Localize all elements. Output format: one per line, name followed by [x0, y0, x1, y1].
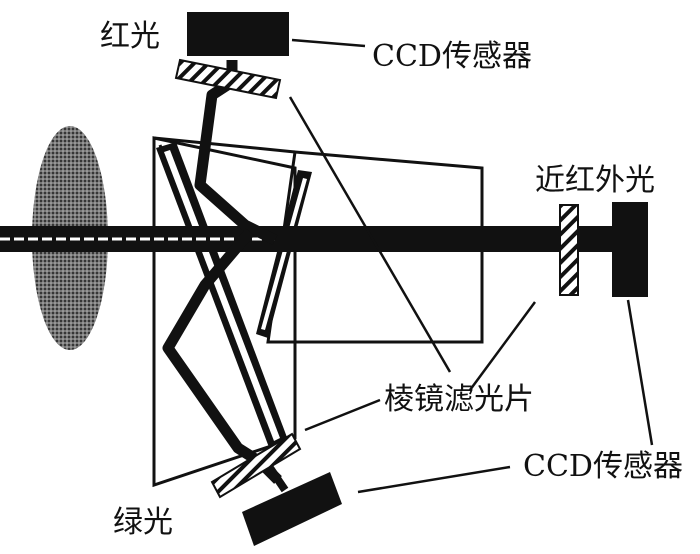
ccd-sensor-nir	[612, 202, 648, 297]
filter-green	[210, 432, 302, 499]
green-light-path	[162, 228, 282, 484]
label-ccd-sensor-top: CCD传感器	[372, 39, 532, 74]
label-green-light: 绿光	[113, 505, 173, 540]
ccd-sensor-red	[187, 12, 289, 56]
label-red-light: 红光	[100, 19, 160, 54]
label-near-ir-light: 近红外光	[535, 163, 655, 198]
label-prism-filter: 棱镜滤光片	[384, 382, 534, 417]
optical-axis-beam	[0, 226, 612, 252]
prism-coating-strips	[156, 142, 312, 450]
label-ccd-sensor-bottom: CCD传感器	[523, 449, 683, 484]
filter-nir	[559, 204, 579, 296]
green-light-stub	[264, 462, 289, 493]
ccd-sensor-green	[242, 472, 342, 546]
leader-lines	[288, 38, 654, 494]
filter-red	[174, 58, 282, 100]
